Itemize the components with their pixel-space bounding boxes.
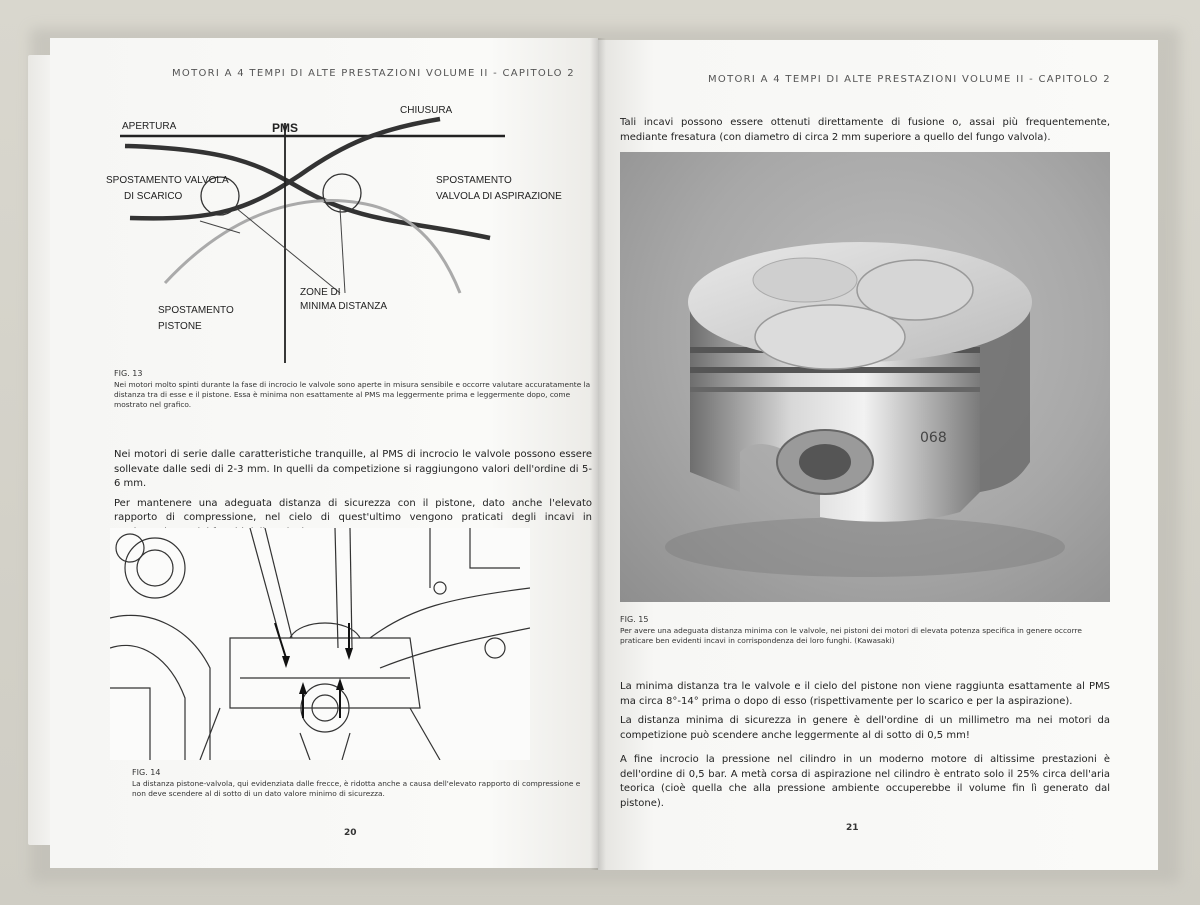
left-paragraph-1: Nei motori di serie dalle caratteristich…: [114, 449, 592, 489]
right-page: MOTORI A 4 TEMPI DI ALTE PRESTAZIONI VOL…: [598, 40, 1158, 870]
right-intro-text: Tali incavi possono essere ottenuti dire…: [620, 117, 1110, 143]
right-page-number: 21: [846, 823, 859, 833]
label-pistone-1: SPOSTAMENTO: [158, 305, 234, 316]
fig13-label: FIG. 13: [114, 369, 143, 378]
label-pistone-2: PISTONE: [158, 321, 202, 332]
fig13-valve-timing-diagram: [120, 116, 505, 363]
label-spostamento-scarico-1: SPOSTAMENTO VALVOLA: [106, 175, 229, 186]
label-zone-1: ZONE DI: [300, 287, 341, 298]
right-paragraph-2: La distanza minima di sicurezza in gener…: [620, 715, 1110, 741]
label-spostamento-aspirazione-2: VALVOLA DI ASPIRAZIONE: [436, 191, 562, 202]
fig15-piston-photo: 068: [620, 152, 1110, 602]
label-spostamento-scarico-2: DI SCARICO: [124, 191, 183, 202]
left-page: MOTORI A 4 TEMPI DI ALTE PRESTAZIONI VOL…: [50, 38, 598, 868]
fig15-caption: Per avere una adeguata distanza minima c…: [620, 626, 1082, 645]
right-page-header: MOTORI A 4 TEMPI DI ALTE PRESTAZIONI VOL…: [708, 74, 1111, 85]
label-zone-2: MINIMA DISTANZA: [300, 301, 388, 312]
left-page-number: 20: [344, 828, 357, 838]
fig15-label: FIG. 15: [620, 615, 649, 624]
right-paragraph-3: A fine incrocio la pressione nel cilindr…: [620, 754, 1110, 809]
label-pms: PMS: [272, 121, 299, 135]
right-body-text: La minima distanza tra le valvole e il c…: [620, 680, 1110, 816]
fig14-label: FIG. 14: [132, 768, 161, 777]
fig14-caption: La distanza pistone-valvola, qui evidenz…: [132, 779, 581, 798]
piston-illustration: 068: [665, 242, 1065, 577]
fig14-cross-section-drawing: [110, 528, 530, 760]
label-apertura: APERTURA: [122, 121, 177, 132]
piston-marking: 068: [920, 430, 947, 446]
left-page-header: MOTORI A 4 TEMPI DI ALTE PRESTAZIONI VOL…: [172, 68, 575, 79]
book-gutter: [590, 38, 606, 870]
label-chiusura: CHIUSURA: [400, 105, 453, 116]
right-paragraph-1: La minima distanza tra le valvole e il c…: [620, 681, 1110, 707]
label-spostamento-aspirazione-1: SPOSTAMENTO: [436, 175, 512, 186]
fig13-caption: Nei motori molto spinti durante la fase …: [114, 380, 591, 409]
